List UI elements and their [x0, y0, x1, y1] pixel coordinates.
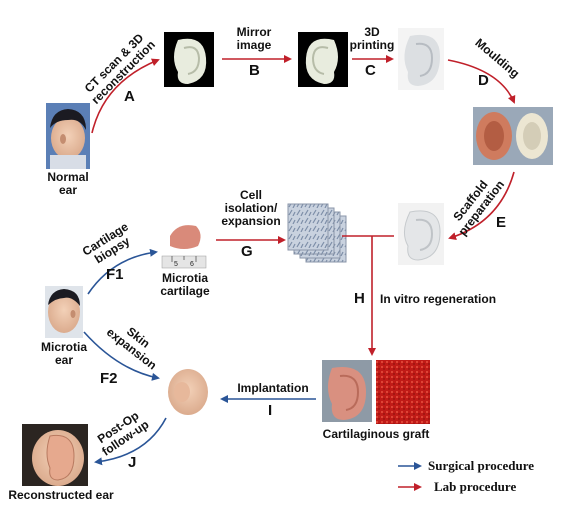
step-b: B — [249, 62, 260, 79]
process-i-label: Implantation — [237, 381, 309, 395]
step-f2: F2 — [100, 370, 118, 387]
arrow-e — [448, 171, 515, 240]
step-i: I — [268, 402, 273, 419]
scaffold-photo — [398, 203, 444, 265]
ruler-mark-5: 5 — [174, 261, 178, 268]
reconstructed-ear-photo — [22, 424, 88, 486]
process-b-label: Mirror image — [236, 25, 272, 52]
process-g-label: Cell isolation/ expansion — [221, 188, 281, 228]
arrow-d — [447, 59, 516, 104]
reconstructed-ear-label: Reconstructed ear — [8, 488, 114, 502]
mirrored-ear-model-photo — [298, 32, 348, 87]
step-g: G — [241, 243, 253, 260]
arrow-a — [91, 58, 160, 134]
ruler-mark-6: 6 — [190, 261, 194, 268]
process-h-label: In vitro regeneration — [380, 292, 497, 306]
cartilaginous-graft-label: Cartilaginous graft — [322, 427, 430, 441]
normal-ear-photo — [46, 103, 90, 169]
ear-model-photo — [164, 32, 214, 87]
step-h: H — [354, 290, 365, 307]
cell-culture-photo — [287, 203, 347, 263]
printed-ear-photo — [398, 28, 444, 90]
legend-lab-label: Lab procedure — [434, 479, 517, 494]
step-j: J — [128, 454, 137, 471]
step-e: E — [496, 214, 507, 231]
microtia-ear-label: Microtia ear — [40, 340, 87, 367]
step-a: A — [124, 88, 135, 105]
process-c-label: 3D printing — [349, 25, 395, 52]
step-d: D — [478, 72, 489, 89]
microtia-ear-photo — [45, 286, 83, 338]
microtia-cartilage-photo — [161, 212, 207, 269]
legend-surgical-label: Surgical procedure — [428, 458, 535, 473]
arrow-j — [94, 417, 167, 466]
microtia-cartilage-label: Microtia cartilage — [160, 271, 210, 298]
mould-photo — [473, 107, 553, 165]
cartilaginous-graft-photo — [322, 360, 430, 424]
arrow-f2 — [83, 331, 160, 381]
arrow-f1 — [87, 248, 158, 295]
skin-expansion-photo — [165, 365, 215, 421]
step-c: C — [365, 62, 376, 79]
step-f1: F1 — [106, 266, 124, 283]
normal-ear-label: Normal ear — [47, 170, 89, 197]
